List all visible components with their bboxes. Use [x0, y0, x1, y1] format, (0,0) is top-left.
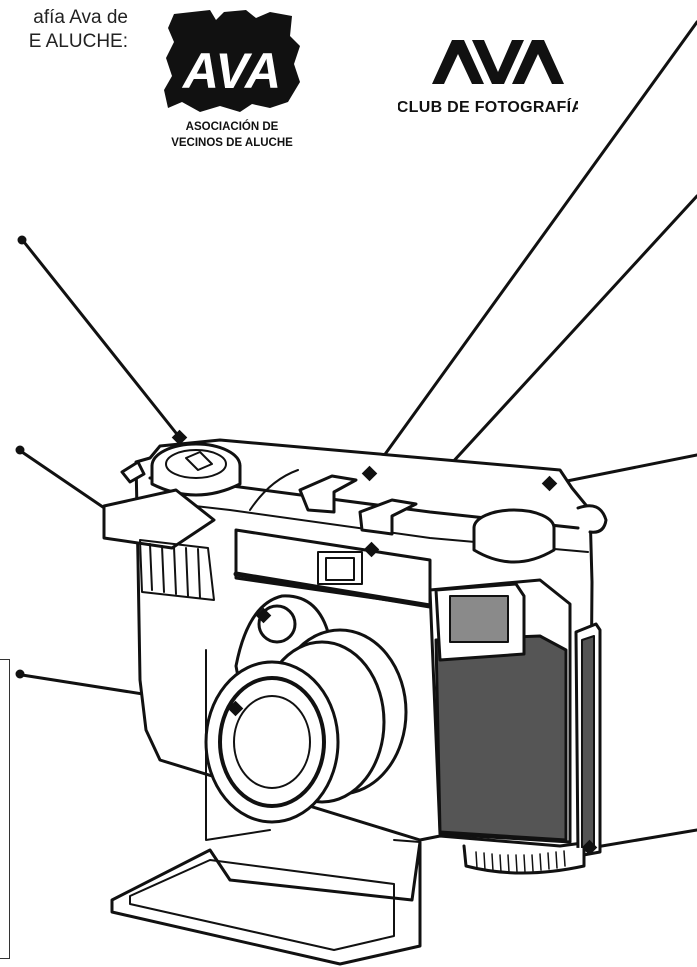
header-line-2: E ALUCHE: [28, 31, 128, 52]
callout-marker-7 [581, 839, 598, 856]
ava-left-line-2: VECINOS DE ALUCHE [171, 137, 293, 149]
ava-left-mark: AVA [181, 43, 281, 99]
puzzle-shape [164, 10, 300, 112]
ava-left-line-1: ASOCIACIÓN DE [186, 120, 279, 133]
callout-dot-2 [15, 445, 25, 455]
ava-puzzle-logo: AVA ASOCIACIÓN DE VECINOS DE ALUCHE [160, 6, 308, 156]
callout-dot-3 [15, 669, 25, 679]
callout-line-6 [550, 453, 697, 486]
ava-club-subtitle: CLUB DE FOTOGRAFÍA [398, 97, 578, 116]
callout-dot-1 [17, 235, 27, 245]
header-line-1: afía Ava de [33, 7, 128, 28]
grip-leather [434, 634, 568, 842]
header-text: afía Ava de E ALUCHE: [0, 6, 128, 54]
callout-line-1 [22, 240, 182, 440]
lens-glass [218, 676, 326, 808]
callout-marker-3 [227, 700, 244, 717]
flash-shoe [298, 474, 358, 514]
finder-window [449, 595, 509, 643]
callout-line-4 [368, 20, 697, 477]
ava-mark-shape [432, 40, 564, 84]
left-frame-box [0, 659, 10, 959]
front-door [110, 840, 422, 966]
callout-marker-1 [171, 429, 188, 446]
ava-club-logo: CLUB DE FOTOGRAFÍA [397, 36, 583, 126]
callout-line-7 [588, 828, 697, 850]
